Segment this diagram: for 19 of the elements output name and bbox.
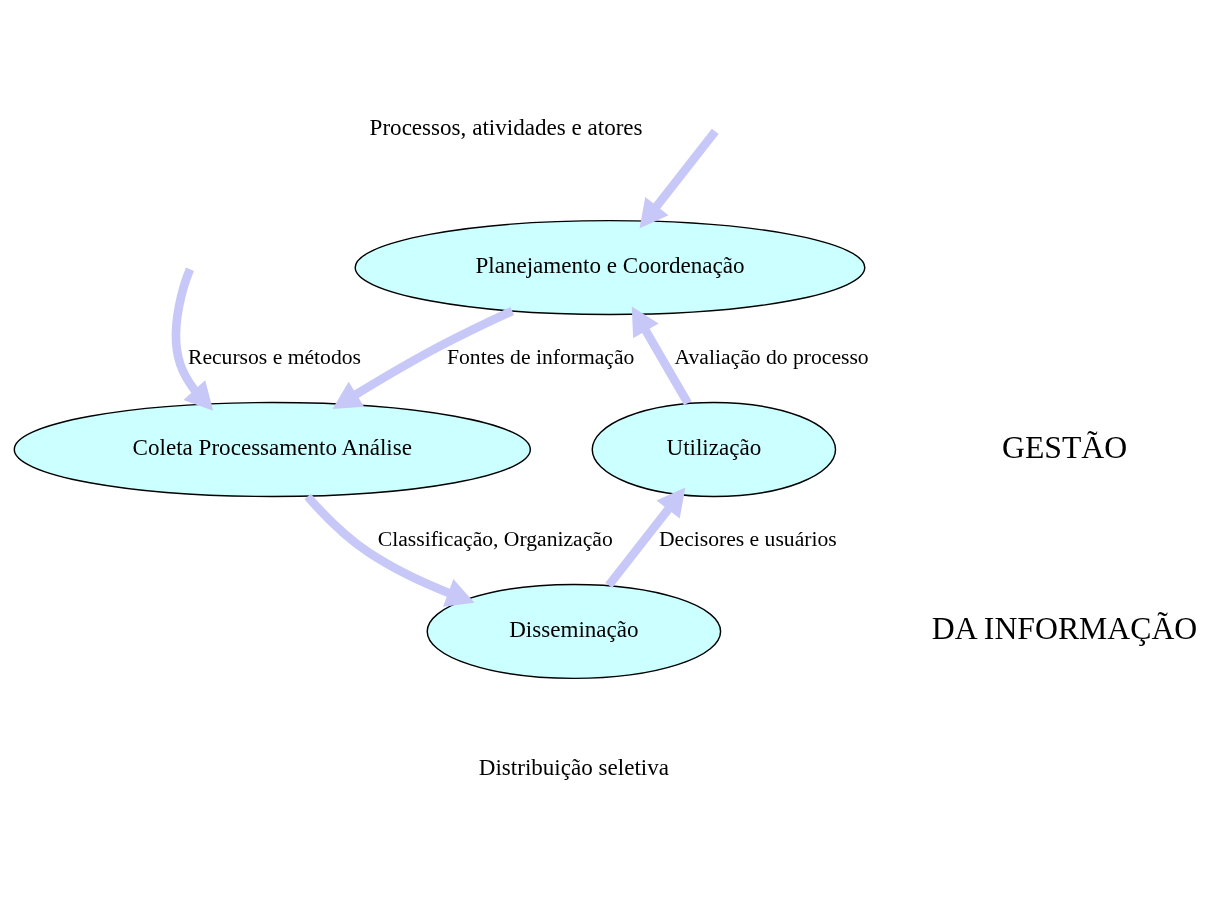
arrow xyxy=(304,493,475,607)
arrow xyxy=(332,306,514,409)
label: GESTÃO xyxy=(1001,429,1128,465)
arrow xyxy=(171,267,214,411)
arrow xyxy=(639,128,719,228)
node-label: Processos, atividades e atores xyxy=(369,113,643,140)
node-ellipse: Utilização xyxy=(591,401,837,497)
edge-label: Fontes de informação xyxy=(447,344,635,369)
edge-label: Recursos e métodos xyxy=(187,344,361,369)
node-ellipse: Coleta Processamento Análise xyxy=(13,401,532,497)
label: DA INFORMAÇÃO xyxy=(931,610,1198,646)
edge-label: Classificação, Organização xyxy=(377,526,613,551)
arrow xyxy=(631,306,692,405)
node-ellipse: Disseminação xyxy=(426,583,722,679)
arrow xyxy=(605,486,686,588)
node-ellipse: Planejamento e Coordenação xyxy=(354,219,866,315)
edge-label: Avaliação do processo xyxy=(674,344,869,369)
edge-label: Decisores e usuários xyxy=(658,526,837,551)
node-label: Distribuição seletiva xyxy=(478,753,670,780)
